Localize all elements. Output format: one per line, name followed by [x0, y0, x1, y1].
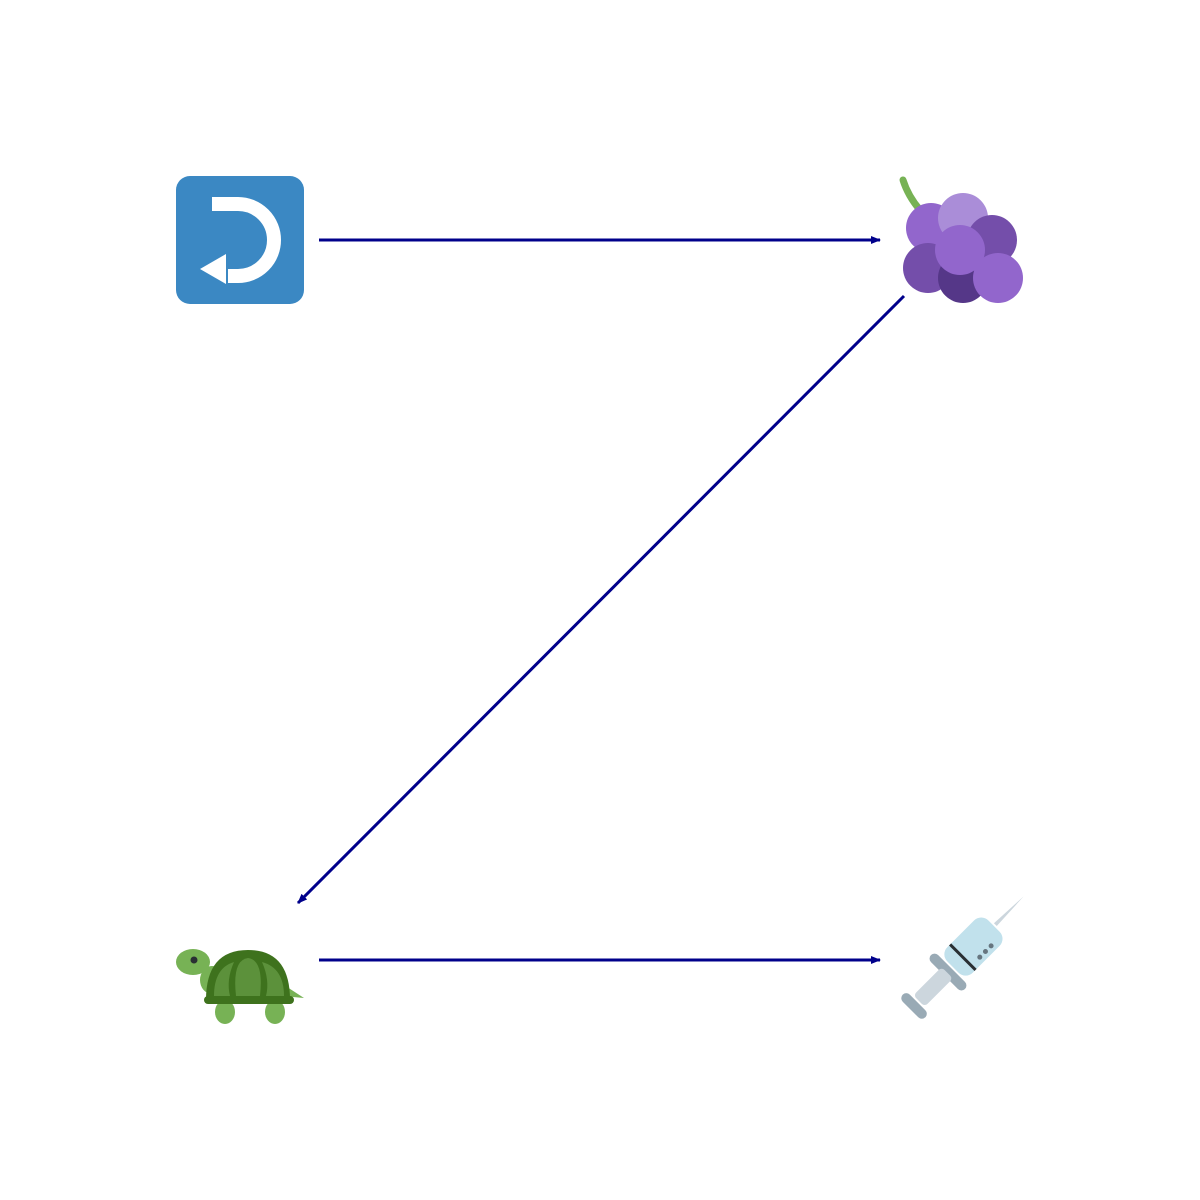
edge-grapes-to-turtle: [296, 294, 906, 905]
syringe-icon: [901, 896, 1024, 1019]
edges: [296, 236, 906, 964]
grapes-icon: [899, 176, 1023, 303]
turtle-icon: [176, 949, 304, 1024]
left-arrow-curving-right-icon: [176, 176, 304, 304]
